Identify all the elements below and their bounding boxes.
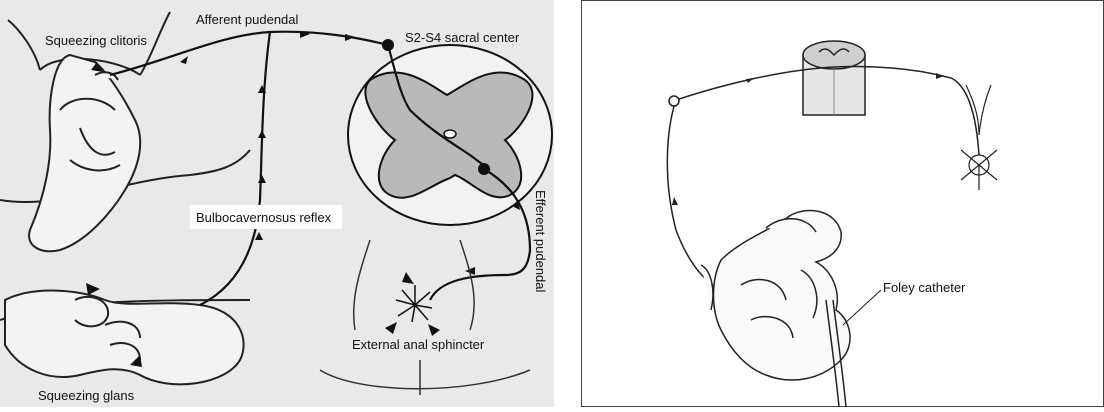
receptor-node-icon [669, 96, 679, 106]
label-efferent-pudendal: Efferent pudendal [533, 190, 548, 293]
label-foley-catheter: Foley catheter [883, 280, 966, 295]
label-squeezing-glans: Squeezing glans [38, 388, 135, 403]
sensory-neuron-node [382, 39, 394, 51]
bulbocavernosus-reflex-diagram: Squeezing clitoris Afferent pudendal S2-… [0, 0, 554, 407]
right-diagram-svg: Foley catheter [581, 0, 1104, 407]
label-sacral-center: S2-S4 sacral center [405, 30, 520, 45]
label-squeezing-clitoris: Squeezing clitoris [45, 33, 147, 48]
spinal-cord-segment-icon [803, 41, 865, 115]
label-afferent-pudendal: Afferent pudendal [196, 12, 299, 27]
foley-catheter-diagram: Foley catheter [581, 0, 1104, 407]
label-bulbocavernosus-reflex: Bulbocavernosus reflex [196, 210, 332, 225]
label-external-anal-sphincter: External anal sphincter [352, 337, 485, 352]
spinal-cord-section [348, 45, 552, 225]
left-diagram-svg: Squeezing clitoris Afferent pudendal S2-… [0, 0, 554, 407]
